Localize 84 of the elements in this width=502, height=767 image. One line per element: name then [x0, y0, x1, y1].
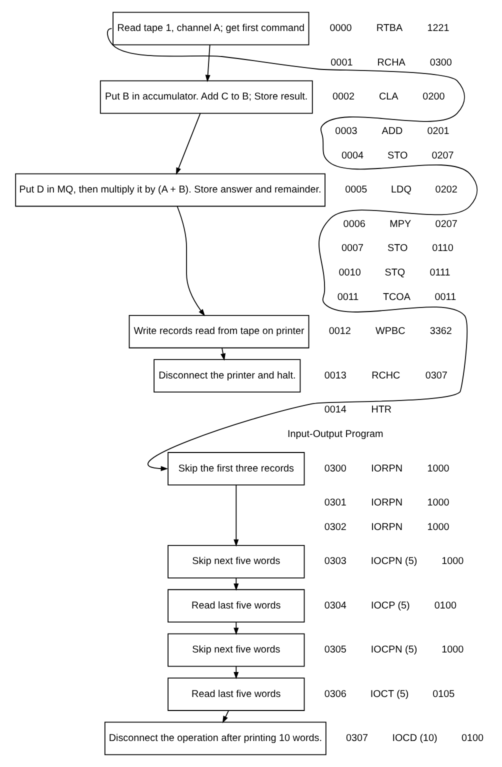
label: STQ: [384, 268, 405, 279]
node-box: Disconnect the operation after printing 10 words.: [104, 722, 326, 756]
label: 0014: [324, 404, 346, 416]
label: IORPN: [370, 522, 402, 533]
node-box: Read tape 1, channel A; get first command: [112, 12, 309, 46]
label: 0110: [432, 243, 453, 254]
arrow: [175, 113, 200, 175]
arrow: [233, 578, 238, 591]
label: IOCD (10): [392, 732, 437, 744]
label: 0004: [341, 150, 364, 162]
label: IOCT (5): [370, 688, 408, 700]
label: 0307: [346, 732, 368, 744]
label: RCHA: [376, 57, 405, 68]
label: 0300: [429, 57, 452, 68]
label: IOCP (5): [370, 600, 410, 612]
arrow: [233, 666, 238, 680]
label: 1000: [426, 522, 449, 533]
label: 1000: [441, 556, 464, 568]
node-box: Read last five words: [167, 678, 304, 711]
label: TCOA: [382, 292, 410, 303]
label: 0012: [328, 326, 350, 338]
label: STO: [387, 150, 408, 162]
arrow: [204, 44, 210, 82]
label: ADD: [381, 126, 402, 137]
label: 0105: [432, 688, 454, 700]
label: IOCPN (5): [370, 644, 417, 656]
label: MPY: [389, 218, 411, 230]
arrow: [176, 206, 205, 316]
label: 0302: [324, 522, 346, 533]
label: 0006: [342, 218, 365, 230]
arrow: [233, 622, 238, 635]
label: 0307: [424, 370, 447, 382]
node-box: Put B in accumulator. Add C to B; Store result.: [99, 80, 312, 114]
label: WPBC: [375, 326, 405, 338]
label: 0010: [338, 268, 360, 279]
label: 0200: [422, 92, 444, 103]
node-box: Skip next five words: [167, 544, 304, 578]
node-box: Read last five words: [167, 589, 304, 623]
node-box: Put D in MQ, then multiply it by (A + B). Store answer and remainder.: [14, 173, 325, 207]
label: 0011: [336, 292, 358, 303]
arrow: [106, 28, 478, 472]
label: 0003: [334, 126, 357, 137]
label: Input-Output Program: [286, 428, 383, 440]
arrow: [222, 710, 228, 724]
node-box: Write records read from tape on printer: [128, 314, 309, 348]
label: 0007: [341, 243, 364, 254]
label: RCHC: [371, 370, 400, 382]
label: 0207: [434, 218, 457, 230]
label: IOCPN (5): [370, 556, 417, 568]
label: 0305: [324, 644, 346, 656]
label: 0111: [429, 268, 450, 279]
label: 0300: [324, 463, 346, 474]
arrow: [220, 348, 226, 361]
label: 0002: [332, 92, 354, 103]
label: 0301: [324, 498, 346, 509]
label: 1000: [426, 498, 449, 509]
label: 0001: [330, 57, 352, 68]
label: IORPN: [370, 498, 402, 509]
label: HTR: [370, 404, 392, 416]
label: 0201: [426, 126, 449, 137]
label: 0207: [431, 150, 454, 162]
label: 0304: [324, 600, 346, 612]
label: 0005: [344, 184, 367, 196]
label: 0202: [434, 184, 457, 196]
node-box: Disconnect the printer and halt.: [153, 359, 300, 393]
label: 0000: [329, 23, 352, 34]
label: 1000: [426, 463, 449, 474]
label: 0100: [460, 732, 484, 744]
label: IORPN: [370, 463, 402, 474]
label: 0306: [324, 688, 346, 700]
label: 3362: [429, 326, 452, 338]
label: 0013: [324, 370, 346, 382]
label: RTBA: [376, 23, 402, 34]
label: CLA: [378, 92, 398, 103]
label: STO: [387, 243, 408, 254]
label: 1221: [426, 23, 449, 34]
label: 0100: [434, 600, 456, 612]
label: 1000: [441, 644, 464, 656]
label: 0303: [324, 556, 346, 568]
node-box: Skip the first three records: [167, 452, 304, 486]
label: LDQ: [390, 184, 411, 196]
label: 0011: [434, 292, 456, 303]
arrow: [233, 484, 238, 547]
node-box: Skip next five words: [167, 633, 304, 667]
